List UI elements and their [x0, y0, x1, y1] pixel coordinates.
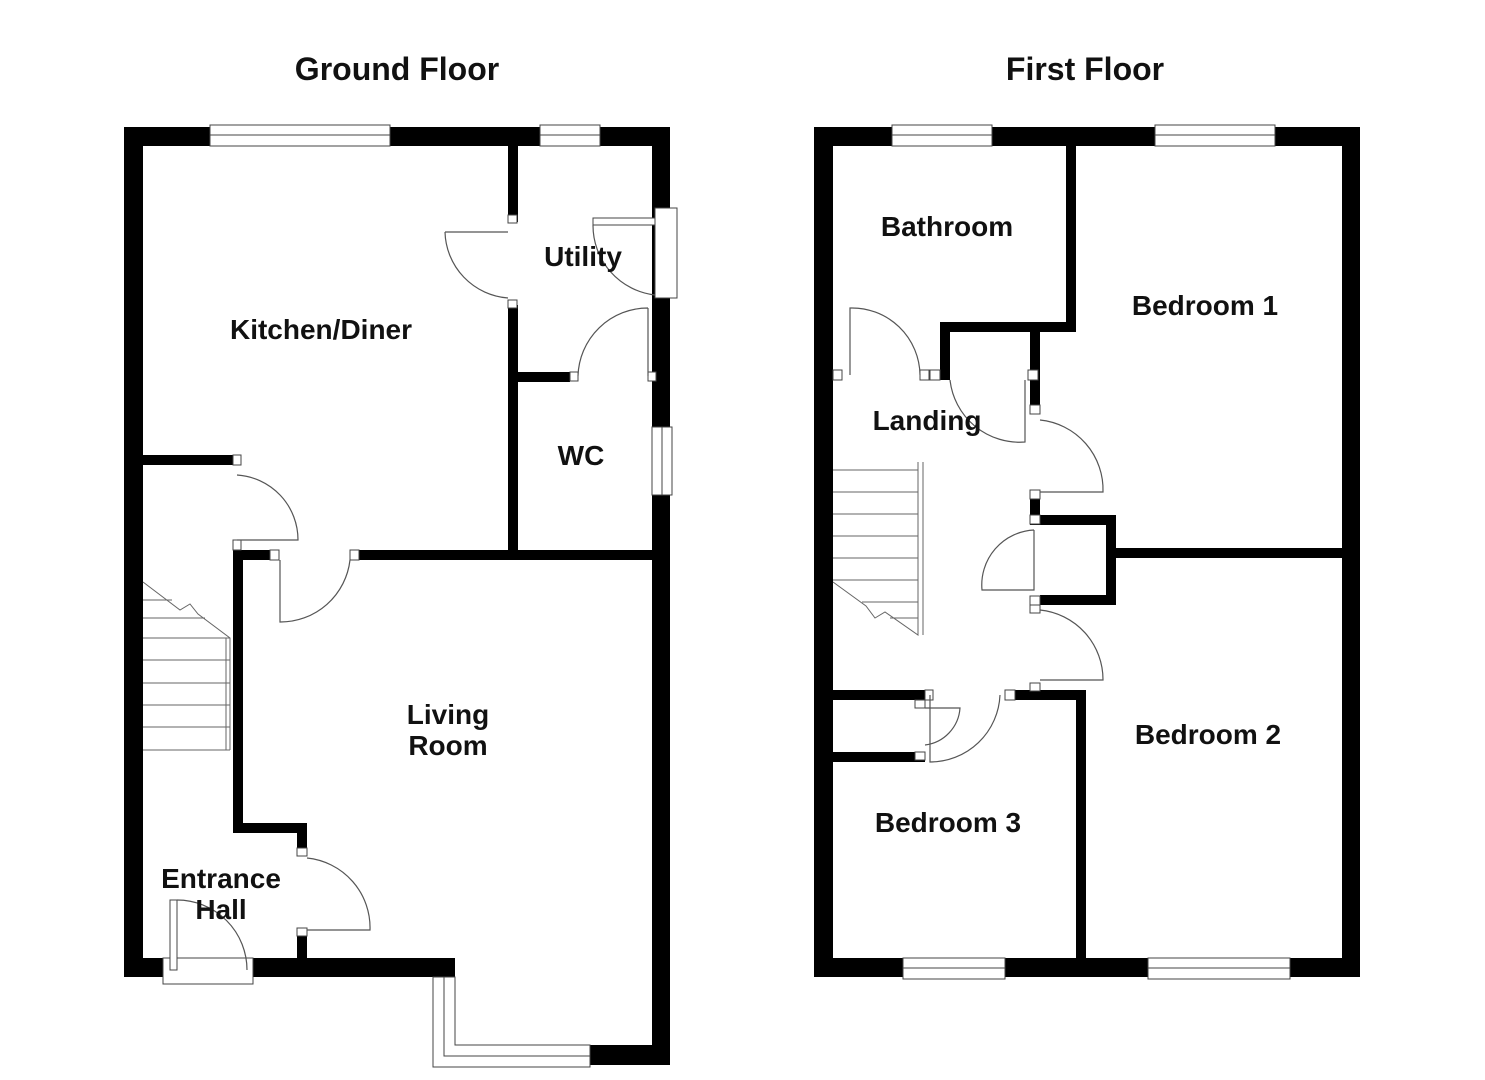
- wall: [1116, 548, 1342, 558]
- door-swing: [1039, 609, 1104, 681]
- wall: [1015, 690, 1086, 700]
- wall: [833, 690, 925, 700]
- staircase: [142, 581, 231, 751]
- wall: [508, 305, 518, 555]
- wall: [233, 823, 307, 833]
- ground-floor-plan: Kitchen/Diner Utility WC Living Room Ent…: [124, 124, 678, 1068]
- wall: [508, 146, 518, 222]
- room-label-hall: Entrance: [161, 863, 281, 894]
- staircase: [832, 462, 924, 636]
- wall: [233, 550, 278, 560]
- wall: [652, 127, 670, 1065]
- door-swing: [306, 857, 371, 931]
- wall: [814, 127, 833, 977]
- wall: [1342, 127, 1360, 977]
- wall: [253, 958, 455, 977]
- door-swing: [929, 694, 1001, 763]
- door-swing: [236, 474, 299, 541]
- wall: [1106, 515, 1116, 605]
- wall: [940, 322, 1076, 332]
- door-swing: [924, 707, 961, 746]
- back-door-frame: [654, 207, 678, 299]
- room-label-utility: Utility: [544, 241, 622, 272]
- room-label-landing: Landing: [873, 405, 982, 436]
- door-swing: [1039, 419, 1104, 493]
- room-label-bathroom: Bathroom: [881, 211, 1013, 242]
- wall: [297, 935, 307, 958]
- room-label-wc: WC: [558, 440, 605, 471]
- wall: [833, 752, 925, 762]
- wall: [124, 127, 143, 977]
- wall: [518, 372, 570, 382]
- wall: [1066, 146, 1076, 332]
- room-label-bedroom-1: Bedroom 1: [1132, 290, 1278, 321]
- wall: [124, 958, 164, 977]
- wall: [940, 322, 950, 380]
- first-floor-plan: Bathroom Bedroom 1 Landing Bedroom 2 Bed…: [814, 124, 1360, 980]
- room-label-living-2: Room: [408, 730, 487, 761]
- door-swing: [176, 899, 248, 971]
- ground-floor-title: Ground Floor: [295, 51, 499, 87]
- room-label-living: Living: [407, 699, 489, 730]
- wall: [352, 550, 652, 560]
- wall: [1040, 595, 1116, 605]
- bay-window: [432, 976, 591, 1068]
- room-label-hall-2: Hall: [195, 894, 246, 925]
- door-swing: [279, 559, 351, 623]
- wall: [1076, 690, 1086, 958]
- door-swing: [577, 307, 649, 377]
- room-label-kitchen: Kitchen/Diner: [230, 314, 412, 345]
- wall: [143, 455, 240, 465]
- room-label-bedroom-2: Bedroom 2: [1135, 719, 1281, 750]
- door-swing: [981, 529, 1035, 591]
- wall: [590, 1045, 670, 1065]
- wall: [1030, 495, 1040, 525]
- wall: [233, 550, 243, 833]
- door-swing: [849, 307, 921, 376]
- wall: [297, 823, 307, 853]
- first-floor-title: First Floor: [1006, 51, 1164, 87]
- door-swing: [444, 231, 509, 299]
- front-door-frame: [162, 957, 254, 985]
- room-label-bedroom-3: Bedroom 3: [875, 807, 1021, 838]
- wall: [1030, 515, 1116, 525]
- door-swing: [592, 224, 656, 296]
- door-swing: [949, 379, 1026, 443]
